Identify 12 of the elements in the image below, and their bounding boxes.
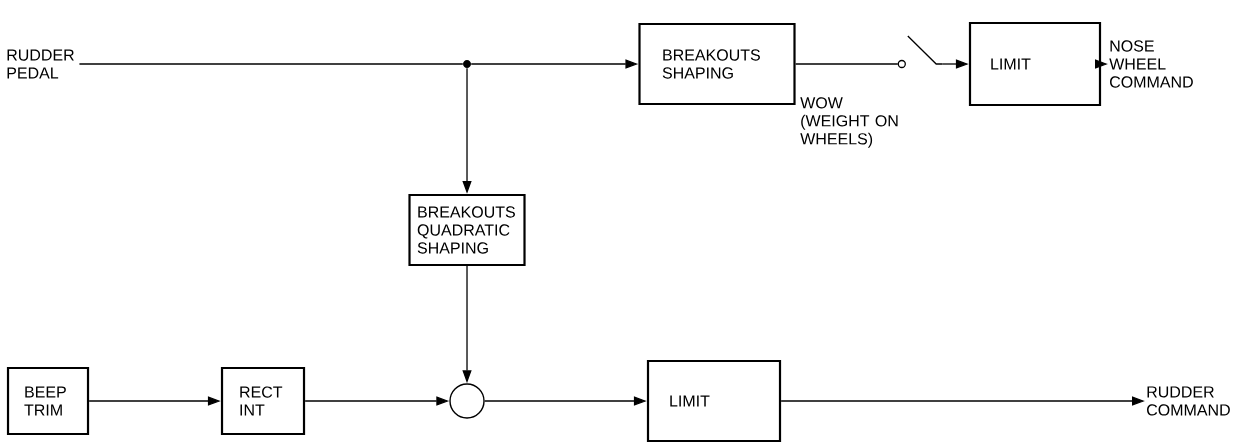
block-box: BREAKOUTS QUADRATIC SHAPING <box>408 193 526 267</box>
summing-junction <box>449 383 485 419</box>
block-box: LIMIT <box>646 359 782 443</box>
block-box: BEEP TRIM <box>6 366 90 436</box>
block-box: BREAKOUTS SHAPING <box>638 22 796 106</box>
signal-label: NOSE WHEEL COMMAND <box>1109 40 1193 88</box>
switch-label: WOW (WEIGHT ON WHEELS) <box>800 97 898 148</box>
signal-label: RUDDER PEDAL <box>7 49 74 79</box>
block-box: RECT INT <box>220 366 306 436</box>
block-box: LIMIT <box>968 21 1102 107</box>
switch-symbol <box>897 35 943 69</box>
signal-label: RUDDER COMMAND <box>1147 386 1230 416</box>
